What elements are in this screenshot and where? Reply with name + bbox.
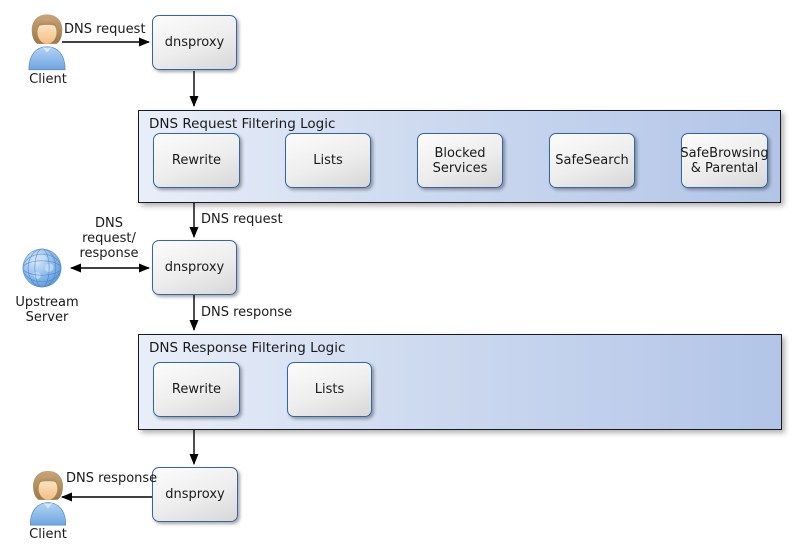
upstream-server-label-line1: Upstream [15, 295, 79, 310]
dnsproxy-middle-label: dnsproxy [164, 260, 225, 275]
dnsproxy-top-label: dnsproxy [164, 35, 225, 50]
step-safesearch-label: SafeSearch [555, 153, 629, 168]
step-safebrowsing-parental-label: SafeBrowsing & Parental [680, 145, 769, 176]
edge-label-upstream-line1: DNS [95, 216, 123, 231]
dnsproxy-bottom-label: dnsproxy [165, 487, 225, 502]
step-rewrite-request-label: Rewrite [171, 153, 222, 168]
edge-label-upstream: DNS request/ response [68, 216, 150, 261]
step-lists-request: Lists [285, 133, 371, 188]
response-pipeline-container: DNS Response Filtering Logic [138, 334, 782, 430]
upstream-server-globe-icon [21, 247, 63, 293]
edge-label-dns-request-top: DNS request [64, 22, 146, 37]
edge-label-upstream-line2: request/ [82, 231, 136, 246]
step-lists-request-label: Lists [313, 153, 343, 168]
step-safesearch: SafeSearch [549, 133, 635, 188]
upstream-server-label-line2: Server [25, 310, 69, 325]
request-pipeline-title: DNS Request Filtering Logic [149, 116, 336, 132]
edge-label-dns-response-mid: DNS response [201, 305, 293, 320]
client-top-person-icon [26, 13, 68, 75]
step-lists-response-label: Lists [314, 382, 345, 397]
step-blocked-services-label: Blocked Services [432, 145, 488, 176]
dnsproxy-middle-node: dnsproxy [152, 240, 237, 295]
step-rewrite-response-label: Rewrite [171, 382, 222, 397]
response-pipeline-title: DNS Response Filtering Logic [149, 340, 346, 356]
step-blocked-services: Blocked Services [417, 133, 503, 188]
edge-label-dns-request-mid: DNS request [201, 212, 283, 227]
step-rewrite-request: Rewrite [153, 133, 240, 188]
client-bottom-label: Client [29, 527, 67, 542]
upstream-server-label: Upstream Server [7, 295, 87, 325]
step-lists-response: Lists [287, 362, 372, 417]
dnsproxy-top-node: dnsproxy [152, 15, 237, 70]
dnsproxy-bottom-node: dnsproxy [152, 467, 238, 522]
edge-label-dns-response-bottom: DNS response [66, 471, 158, 486]
edge-label-upstream-line3: response [79, 246, 139, 261]
client-top-label: Client [29, 72, 67, 87]
step-rewrite-response: Rewrite [153, 362, 240, 417]
client-bottom-person-icon [27, 470, 69, 530]
step-safebrowsing-parental: SafeBrowsing & Parental [680, 133, 769, 188]
